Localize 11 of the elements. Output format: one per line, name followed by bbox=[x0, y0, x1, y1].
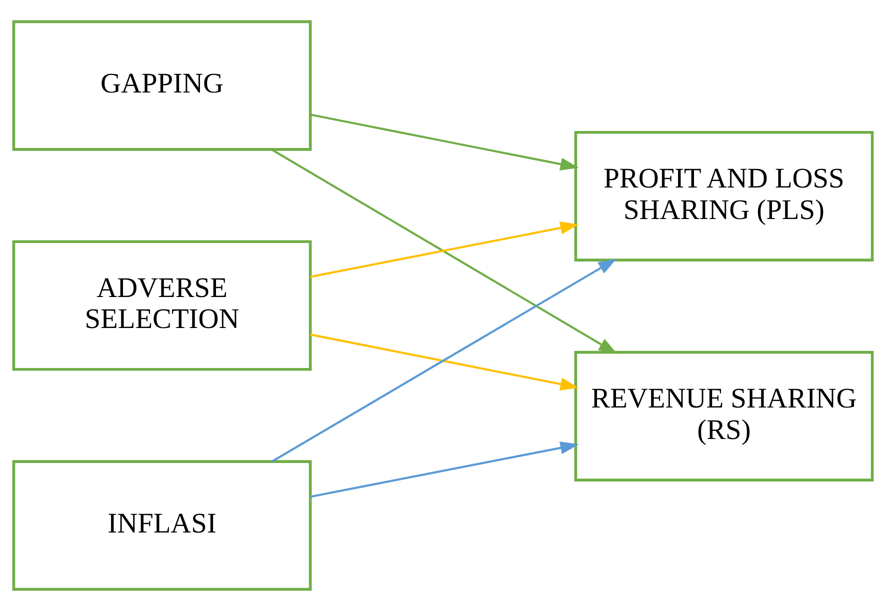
arrow bbox=[271, 258, 617, 462]
node-box: INFLASI bbox=[12, 460, 312, 590]
arrow bbox=[310, 440, 579, 498]
arrow bbox=[271, 148, 618, 354]
arrow bbox=[310, 113, 579, 170]
node-box: GAPPING bbox=[12, 20, 312, 150]
node-box: REVENUE SHARING (RS) bbox=[574, 350, 874, 481]
node-box: ADVERSE SELECTION bbox=[12, 240, 312, 370]
arrow bbox=[310, 221, 579, 278]
node-box: PROFIT AND LOSS SHARING (PLS) bbox=[574, 130, 874, 261]
arrow bbox=[310, 333, 579, 390]
